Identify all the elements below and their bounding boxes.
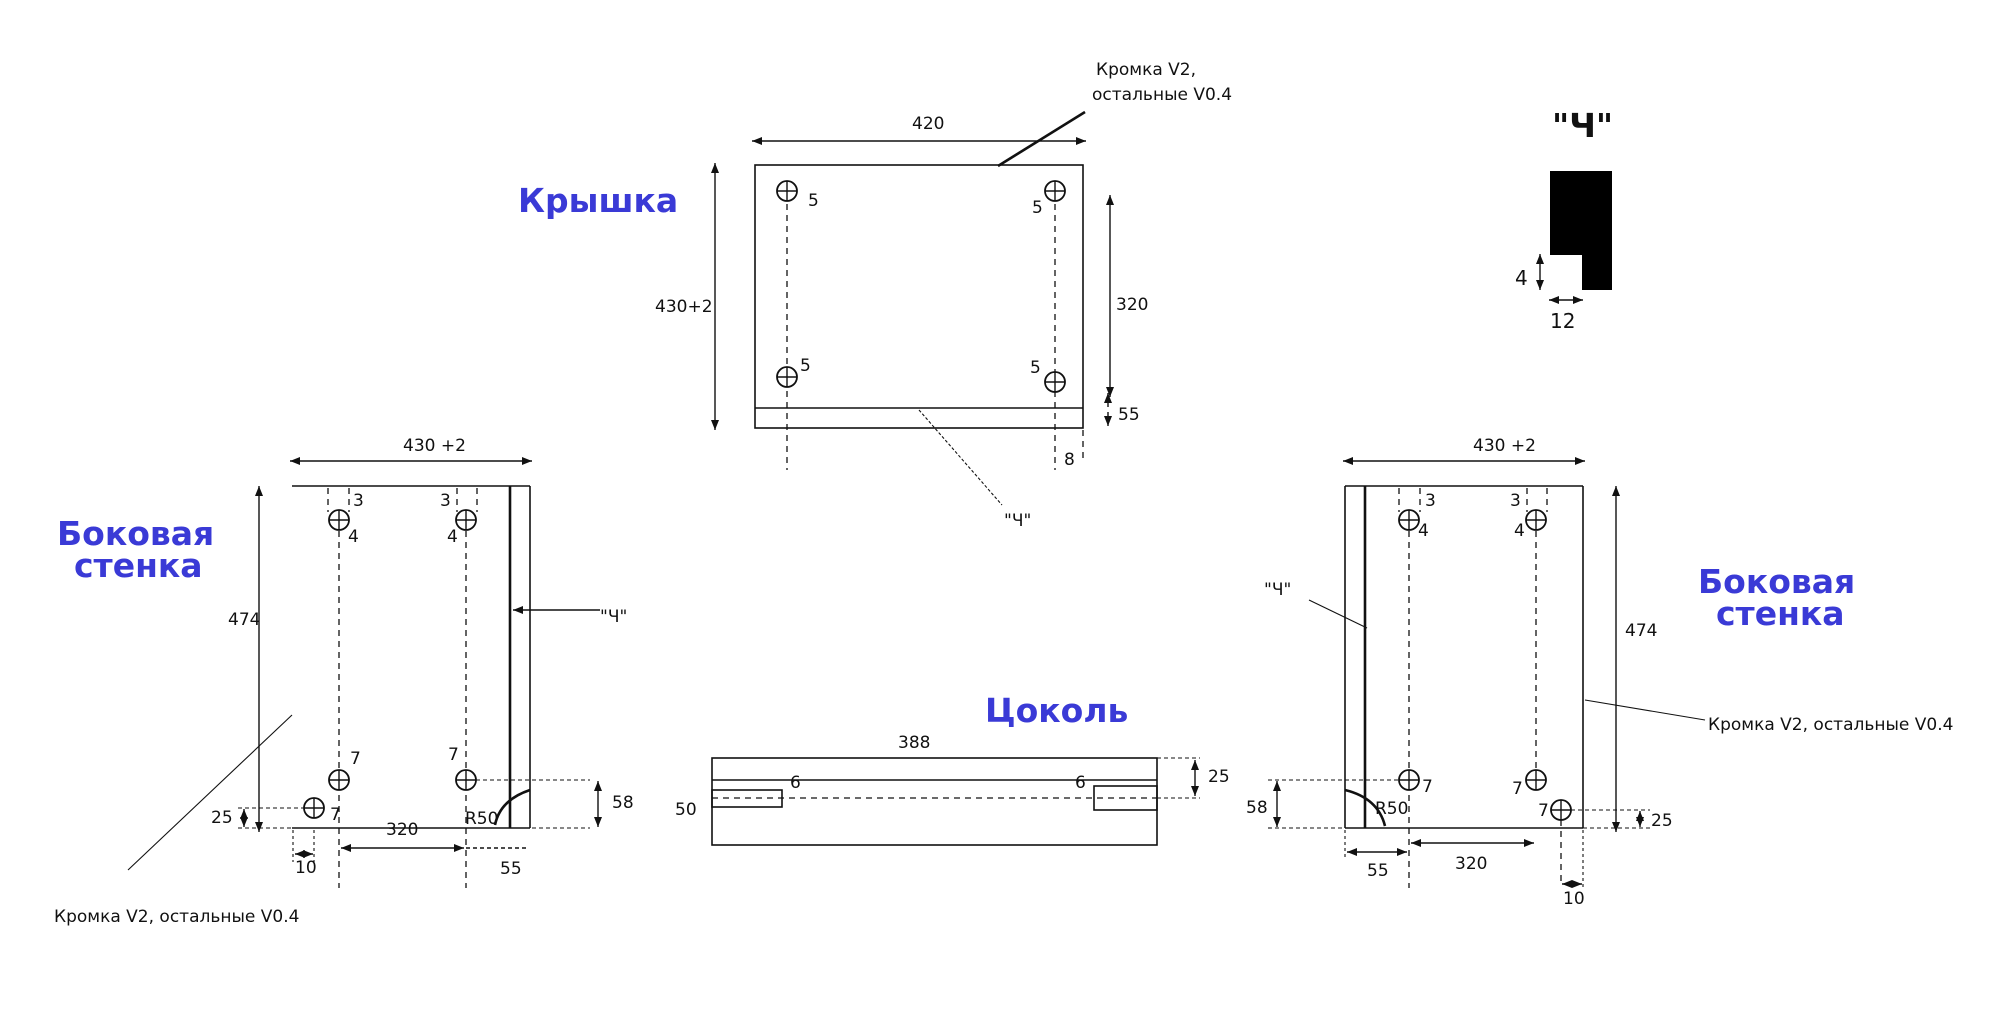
title-right-side-2: стенка: [1716, 594, 1845, 633]
top-width-dim: 420: [912, 114, 944, 134]
right-bottom-offset-dim: 25: [1651, 811, 1673, 831]
left-groove-dim: 55: [500, 859, 522, 879]
top-hole-bl: [776, 366, 798, 388]
left-label-7c: 7: [330, 805, 341, 825]
top-depth-dim: 430+2: [655, 297, 713, 317]
right-side-panel: 3 3 4 4 7 7 7 430 +2 474 25 10 320 55 R5…: [1246, 436, 1953, 909]
right-radius-label: R50: [1375, 799, 1408, 819]
top-hole-label-br: 5: [1030, 358, 1041, 378]
top-hole-tr: [1044, 180, 1066, 202]
right-hole-mid-b: [1525, 769, 1547, 791]
left-groove-mark: "Ч": [600, 607, 627, 627]
profile-width-dim: 12: [1550, 309, 1575, 333]
title-base: Цоколь: [985, 691, 1128, 730]
title-right-side-1: Боковая: [1698, 562, 1855, 601]
top-panel: 5 5 5 5 420 430+2 320 55 8 "Ч" Кромка V2…: [655, 60, 1232, 531]
profile-detail: 4 12: [1515, 171, 1612, 333]
left-radius-label: R50: [465, 809, 498, 829]
left-bottom-offset-dim: 25: [211, 808, 233, 828]
right-groove-dim: 55: [1367, 861, 1389, 881]
right-label-7c: 7: [1538, 801, 1549, 821]
title-profile: "Ч": [1552, 106, 1613, 145]
left-label-4a: 4: [348, 527, 359, 547]
base-hole-label-right: 6: [1075, 773, 1086, 793]
left-side-offset-dim: 10: [295, 858, 317, 878]
right-hole-top-a: [1398, 509, 1420, 531]
top-hole-spacing-dim: 320: [1116, 295, 1148, 315]
title-left-side-2: стенка: [74, 546, 203, 585]
top-edge-note-1: Кромка V2,: [1096, 60, 1196, 80]
title-left-side-1: Боковая: [57, 514, 214, 553]
top-edge-offset-dim: 8: [1064, 450, 1075, 470]
right-hole-mid-a: [1398, 769, 1420, 791]
right-height-dim: 474: [1625, 621, 1657, 641]
top-hole-br: [1044, 371, 1066, 393]
left-label-7b: 7: [448, 745, 459, 765]
left-hole-low: [303, 797, 325, 819]
left-edge-note: Кромка V2, остальные V0.4: [54, 907, 299, 927]
left-radius-height-dim: 58: [612, 793, 634, 813]
left-hole-mid-b: [455, 769, 477, 791]
top-hole-label-tr: 5: [1032, 198, 1043, 218]
right-groove-mark: "Ч": [1264, 580, 1291, 600]
right-label-3a: 3: [1425, 491, 1436, 511]
top-hole-label-tl: 5: [808, 191, 819, 211]
left-height-dim: 474: [228, 610, 260, 630]
left-width-dim: 430 +2: [403, 436, 466, 456]
right-label-7b: 7: [1512, 779, 1523, 799]
left-label-4b: 4: [447, 527, 458, 547]
right-label-3b: 3: [1510, 491, 1521, 511]
base-hole-offset-dim: 25: [1208, 767, 1230, 787]
right-radius-height-dim: 58: [1246, 798, 1268, 818]
right-hole-low: [1550, 799, 1572, 821]
title-top-panel: Крышка: [518, 181, 678, 220]
top-groove-dim: 55: [1118, 405, 1140, 425]
left-hole-top-a: [328, 509, 350, 531]
left-hole-top-b: [455, 509, 477, 531]
right-side-offset-dim: 10: [1563, 889, 1585, 909]
left-hole-spacing-dim: 320: [386, 820, 418, 840]
right-label-7a: 7: [1422, 777, 1433, 797]
right-label-4b: 4: [1514, 521, 1525, 541]
top-groove-mark: "Ч": [1004, 511, 1031, 531]
top-hole-label-bl: 5: [800, 356, 811, 376]
right-edge-note: Кромка V2, остальные V0.4: [1708, 715, 1953, 735]
top-hole-tl: [776, 180, 798, 202]
base-hole-label-left: 6: [790, 773, 801, 793]
left-label-3a: 3: [353, 491, 364, 511]
base-height-dim: 50: [675, 800, 697, 820]
right-hole-spacing-dim: 320: [1455, 854, 1487, 874]
right-label-4a: 4: [1418, 521, 1429, 541]
top-edge-note-2: остальные V0.4: [1092, 85, 1232, 105]
left-hole-mid-a: [328, 769, 350, 791]
left-label-3b: 3: [440, 491, 451, 511]
base-length-dim: 388: [898, 733, 930, 753]
left-side-panel: 3 3 4 4 7 7 7 430 +2 474 25 10 320 55 R5…: [54, 436, 634, 927]
base-panel: 388 50 6 6 25: [675, 733, 1230, 846]
right-width-dim: 430 +2: [1473, 436, 1536, 456]
left-label-7a: 7: [350, 749, 361, 769]
profile-depth-dim: 4: [1515, 266, 1528, 290]
right-hole-top-b: [1525, 509, 1547, 531]
